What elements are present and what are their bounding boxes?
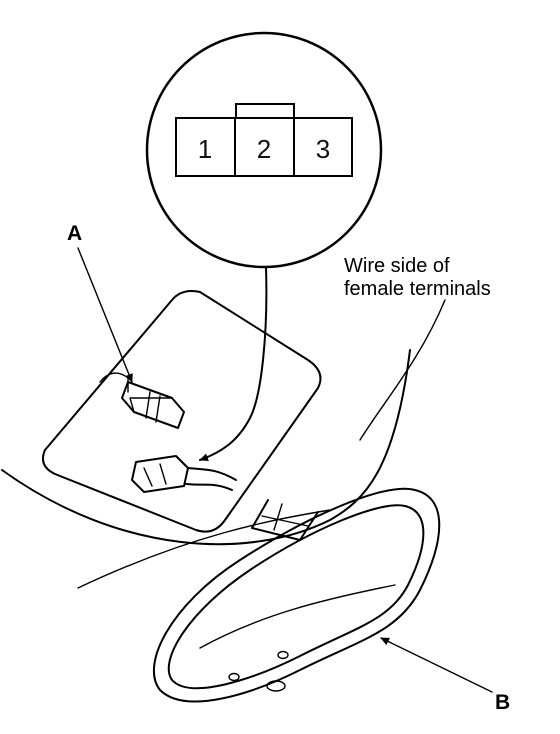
callout-b-label: B [495, 691, 510, 714]
callout-b-leader [380, 637, 493, 693]
pin-1-label: 1 [198, 134, 212, 164]
connector-body [175, 117, 353, 177]
callout-a-leader [77, 247, 133, 383]
connector-a [99, 372, 185, 429]
mirror-indicator-right [277, 650, 289, 660]
mirror-button [266, 680, 286, 692]
note-line-1: Wire side of [344, 255, 450, 277]
callout-a-label: A [67, 222, 82, 245]
pin-2-label: 2 [257, 134, 271, 164]
connector-lock-tab [235, 103, 295, 119]
mounting-pad [42, 290, 322, 533]
headliner-outline [1, 299, 446, 589]
zoom-leader-arrow [199, 267, 268, 462]
pin-3-label: 3 [316, 134, 330, 164]
rearview-mirror [152, 487, 441, 703]
mirror-indicator-left [228, 672, 240, 682]
mirror-connector [131, 455, 237, 493]
note-line-2: female terminals [344, 278, 491, 300]
connector-pinout: 1 2 3 [175, 103, 353, 177]
